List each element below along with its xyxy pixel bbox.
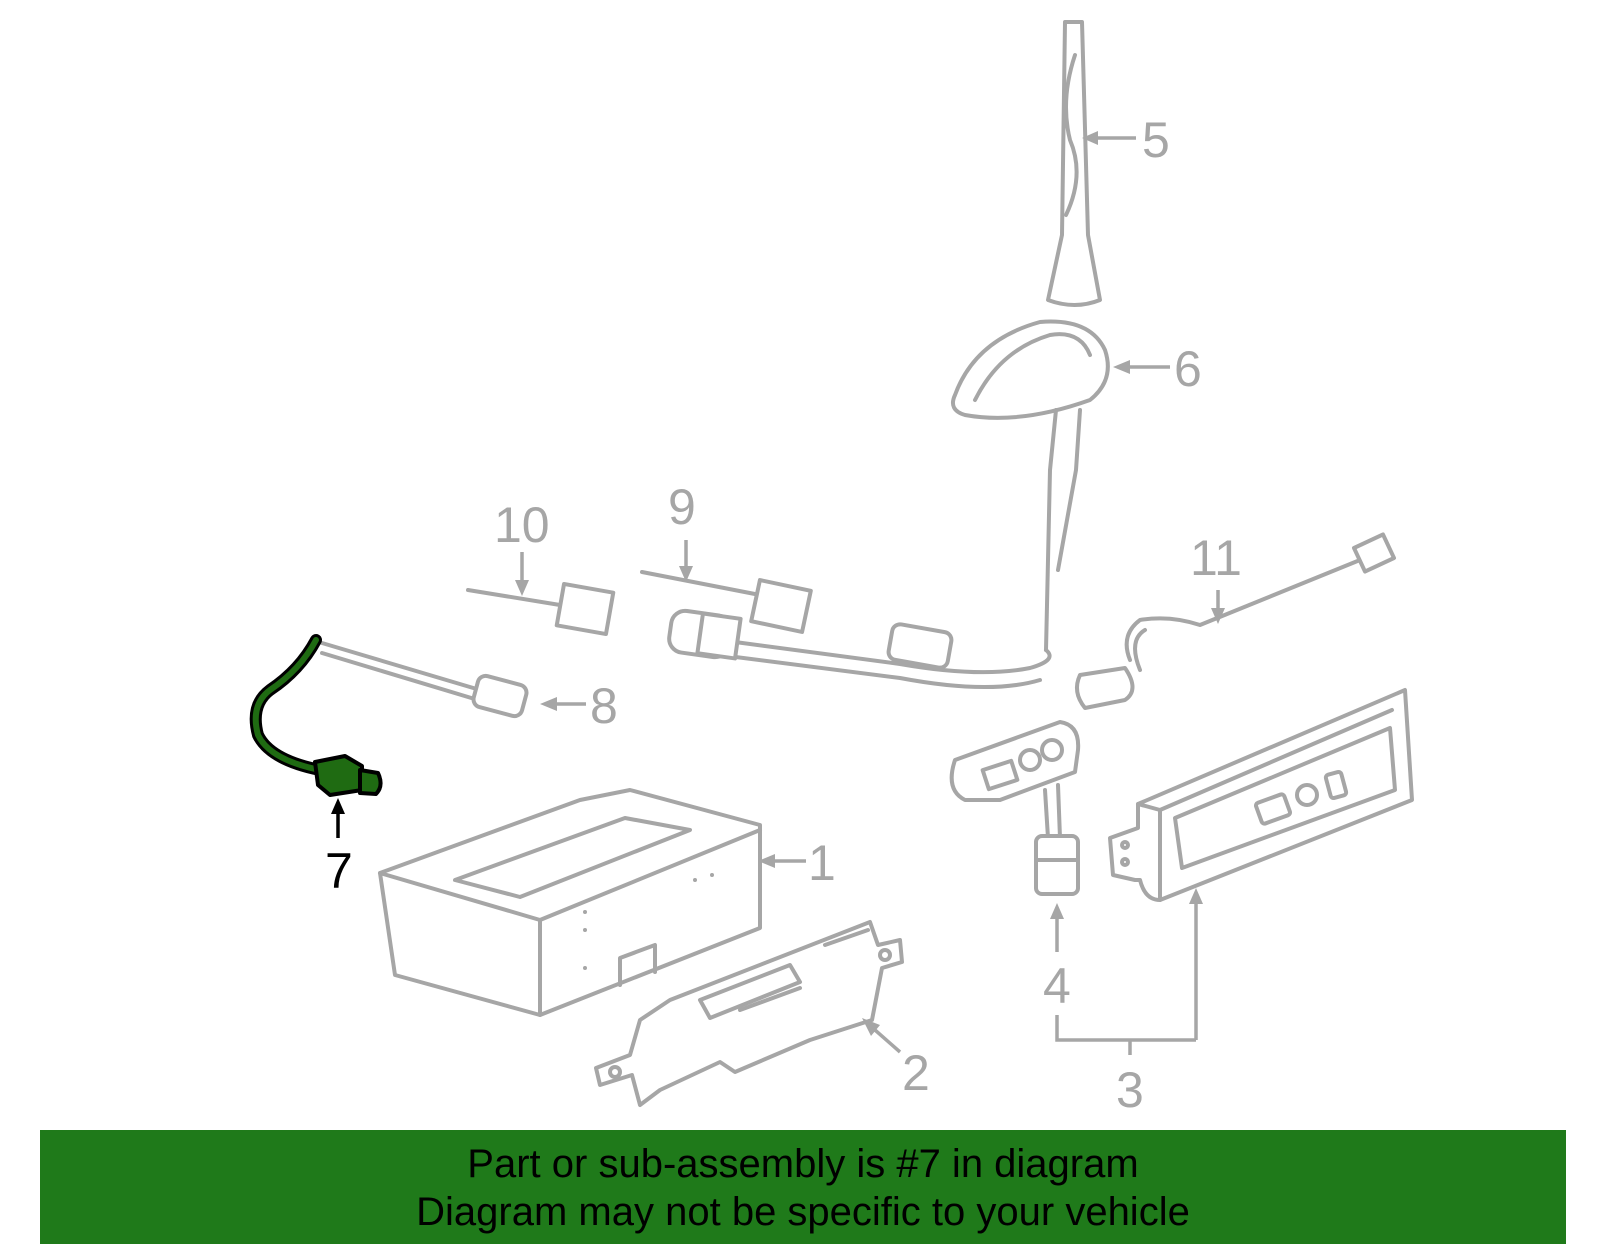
banner-line-1: Part or sub-assembly is #7 in diagram bbox=[467, 1142, 1139, 1186]
part-7-highlighted-cable: 7 bbox=[249, 634, 383, 899]
part-1-receiver: 1 bbox=[378, 788, 836, 1017]
part-11-cable: 11 bbox=[1074, 530, 1396, 710]
label-4: 4 bbox=[1043, 958, 1071, 1014]
label-5: 5 bbox=[1142, 112, 1170, 168]
part-6-antenna-base: 6 bbox=[951, 319, 1202, 652]
label-1: 1 bbox=[808, 835, 836, 891]
label-3: 3 bbox=[1116, 1062, 1144, 1118]
part-2-bracket: 2 bbox=[594, 920, 930, 1107]
info-banner: Part or sub-assembly is #7 in diagram Di… bbox=[40, 1130, 1566, 1244]
part-3-control-panel: 3 bbox=[1055, 688, 1414, 1118]
part-8-cable: 8 bbox=[320, 641, 618, 734]
label-2: 2 bbox=[902, 1045, 930, 1101]
label-7: 7 bbox=[325, 843, 353, 899]
label-8: 8 bbox=[590, 678, 618, 734]
label-9: 9 bbox=[668, 479, 696, 535]
part-5-antenna-mast: 5 bbox=[1046, 20, 1170, 307]
label-11: 11 bbox=[1190, 530, 1242, 586]
part-9-antenna-cable: 9 bbox=[640, 479, 1052, 689]
part-4-switch: 4 bbox=[949, 720, 1081, 1014]
banner-line-2: Diagram may not be specific to your vehi… bbox=[416, 1190, 1190, 1234]
label-10: 10 bbox=[494, 497, 550, 553]
part-10-connector-lead: 10 bbox=[466, 497, 616, 637]
parts-diagram: 5 6 9 10 8 bbox=[249, 20, 1414, 1118]
label-6: 6 bbox=[1174, 341, 1202, 397]
